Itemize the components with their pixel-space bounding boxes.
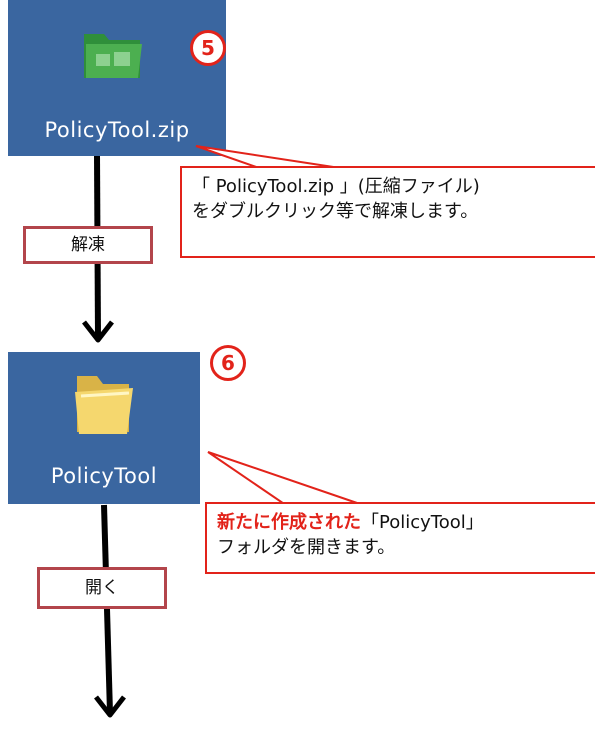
callout-open-highlight: 新たに作成された [217,512,361,533]
callout-open-rest: 「PolicyTool」 [361,512,484,533]
arrowhead-1 [82,320,114,343]
callout-unzip: 「 PolicyTool.zip 」(圧縮ファイル) をダブルクリック等で解凍し… [180,166,595,258]
step-6-badge: 6 [210,345,246,381]
unzip-action-box: 解凍 [23,226,153,264]
zip-folder-icon [84,34,142,78]
folder-icon [75,376,133,434]
callout-open-line2: フォルダを開きます。 [217,537,396,558]
callout-unzip-line2: をダブルクリック等で解凍します。 [192,201,479,222]
callout-open-folder: 新たに作成された「PolicyTool」 フォルダを開きます。 [205,502,595,574]
open-action-box: 開く [37,567,167,609]
step-5-badge: 5 [190,30,226,66]
connector-line-2 [101,504,113,714]
callout-open-line1: 新たに作成された「PolicyTool」 [217,510,595,535]
arrowhead-2 [94,695,126,718]
zip-file-tile[interactable]: PolicyTool.zip [8,0,226,156]
folder-tile[interactable]: PolicyTool [8,352,200,504]
zip-file-name: PolicyTool.zip [44,118,190,142]
folder-name: PolicyTool [50,464,158,488]
callout-unzip-line1: 「 PolicyTool.zip 」(圧縮ファイル) [192,176,480,197]
